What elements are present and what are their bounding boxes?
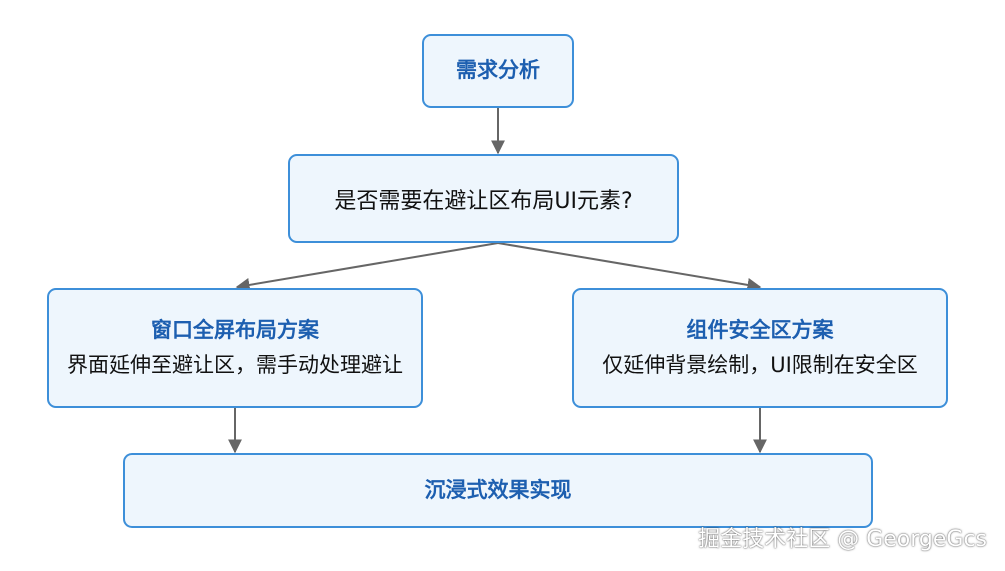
arrow-decide-to-component <box>497 242 762 292</box>
node-immersive-effect: 沉浸式效果实现 <box>123 453 873 528</box>
node-decision-ui-in-avoid-area: 是否需要在避让区布局UI元素? <box>288 154 679 243</box>
node-window-fullscreen-desc: 界面延伸至避让区，需手动处理避让 <box>67 353 403 377</box>
node-immersive-effect-label: 沉浸式效果实现 <box>424 477 572 502</box>
watermark: 掘金技术社区 @ GeorgeGcs <box>698 527 987 552</box>
node-decision-label: 是否需要在避让区布局UI元素? <box>334 188 633 214</box>
node-requirement-analysis-label: 需求分析 <box>456 58 540 83</box>
node-window-fullscreen-plan: 窗口全屏布局方案 界面延伸至避让区，需手动处理避让 <box>47 288 423 408</box>
node-window-fullscreen-title: 窗口全屏布局方案 <box>151 317 319 342</box>
node-component-safe-area-title: 组件安全区方案 <box>686 317 834 342</box>
node-requirement-analysis: 需求分析 <box>422 34 574 108</box>
node-component-safe-area-desc: 仅延伸背景绘制，UI限制在安全区 <box>602 353 918 377</box>
node-component-safe-area-plan: 组件安全区方案 仅延伸背景绘制，UI限制在安全区 <box>572 288 948 408</box>
arrow-decide-to-window <box>235 242 499 292</box>
